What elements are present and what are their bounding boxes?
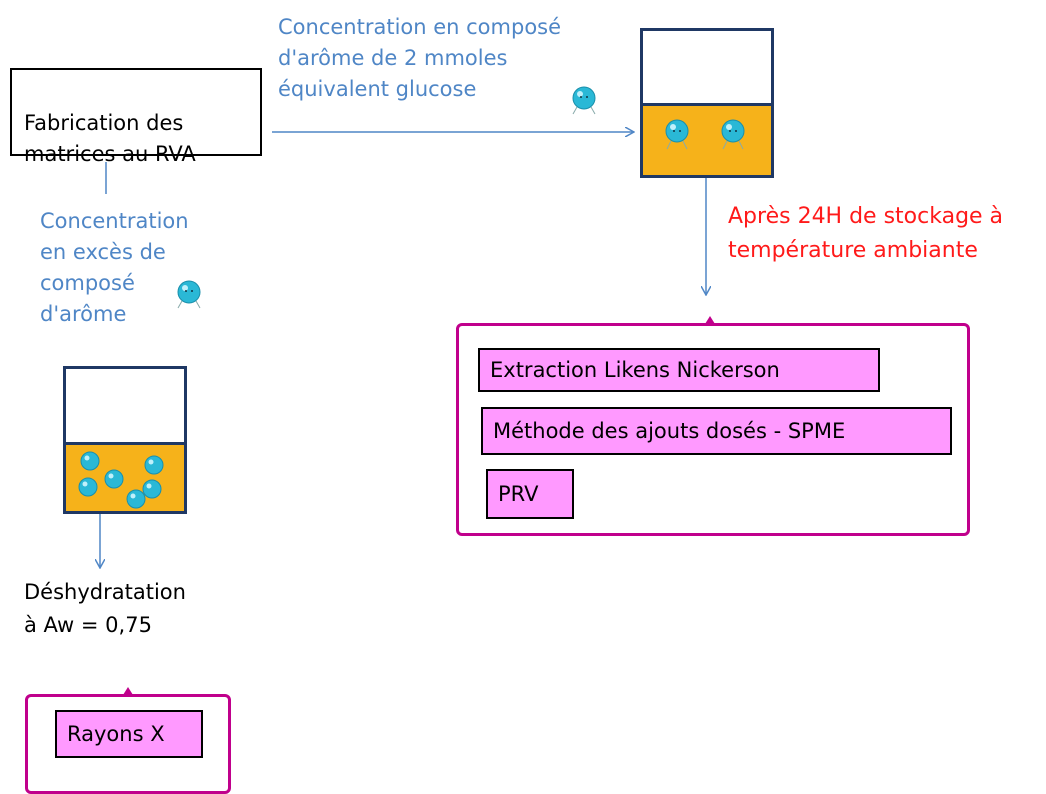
aroma-molecule-icon <box>572 86 596 115</box>
molecules-top <box>665 119 745 150</box>
connector-layer <box>0 0 1046 773</box>
method-box-1: Extraction Likens Nickerson <box>478 348 880 392</box>
molecule-icon <box>104 469 124 489</box>
molecules-left <box>78 451 164 509</box>
molecule-icon <box>144 455 164 475</box>
beaker-top-liquid <box>643 103 771 175</box>
frame-notch <box>123 687 133 695</box>
molecule-icon <box>80 451 100 471</box>
dehydration-label: Déshydratation à Aw = 0,75 <box>24 580 186 637</box>
left-concentration-label: Concentration en excès de composé d'arôm… <box>40 209 189 326</box>
aroma-molecule-icon-left <box>177 280 201 309</box>
start-box-label: Fabrication des matrices au RVA <box>24 111 196 166</box>
top-concentration-label: Concentration en composé d'arôme de 2 mm… <box>278 15 562 101</box>
method-box-2: Méthode des ajouts dosés - SPME <box>481 407 952 455</box>
molecule-icon <box>142 479 162 499</box>
molecule-icon <box>721 119 745 150</box>
method-box-3: PRV <box>486 469 574 519</box>
methods-frame <box>456 316 970 536</box>
beaker-top <box>640 28 774 178</box>
beaker-left <box>63 366 187 514</box>
molecule-icon <box>665 119 689 150</box>
molecule-icon <box>126 489 146 509</box>
start-box: Fabrication des matrices au RVA <box>10 68 262 166</box>
xray-box: Rayons X <box>55 710 203 758</box>
molecule-icon <box>78 477 98 497</box>
frame-notch <box>705 316 715 324</box>
storage-label: Après 24H de stockage à température ambi… <box>728 204 1004 263</box>
